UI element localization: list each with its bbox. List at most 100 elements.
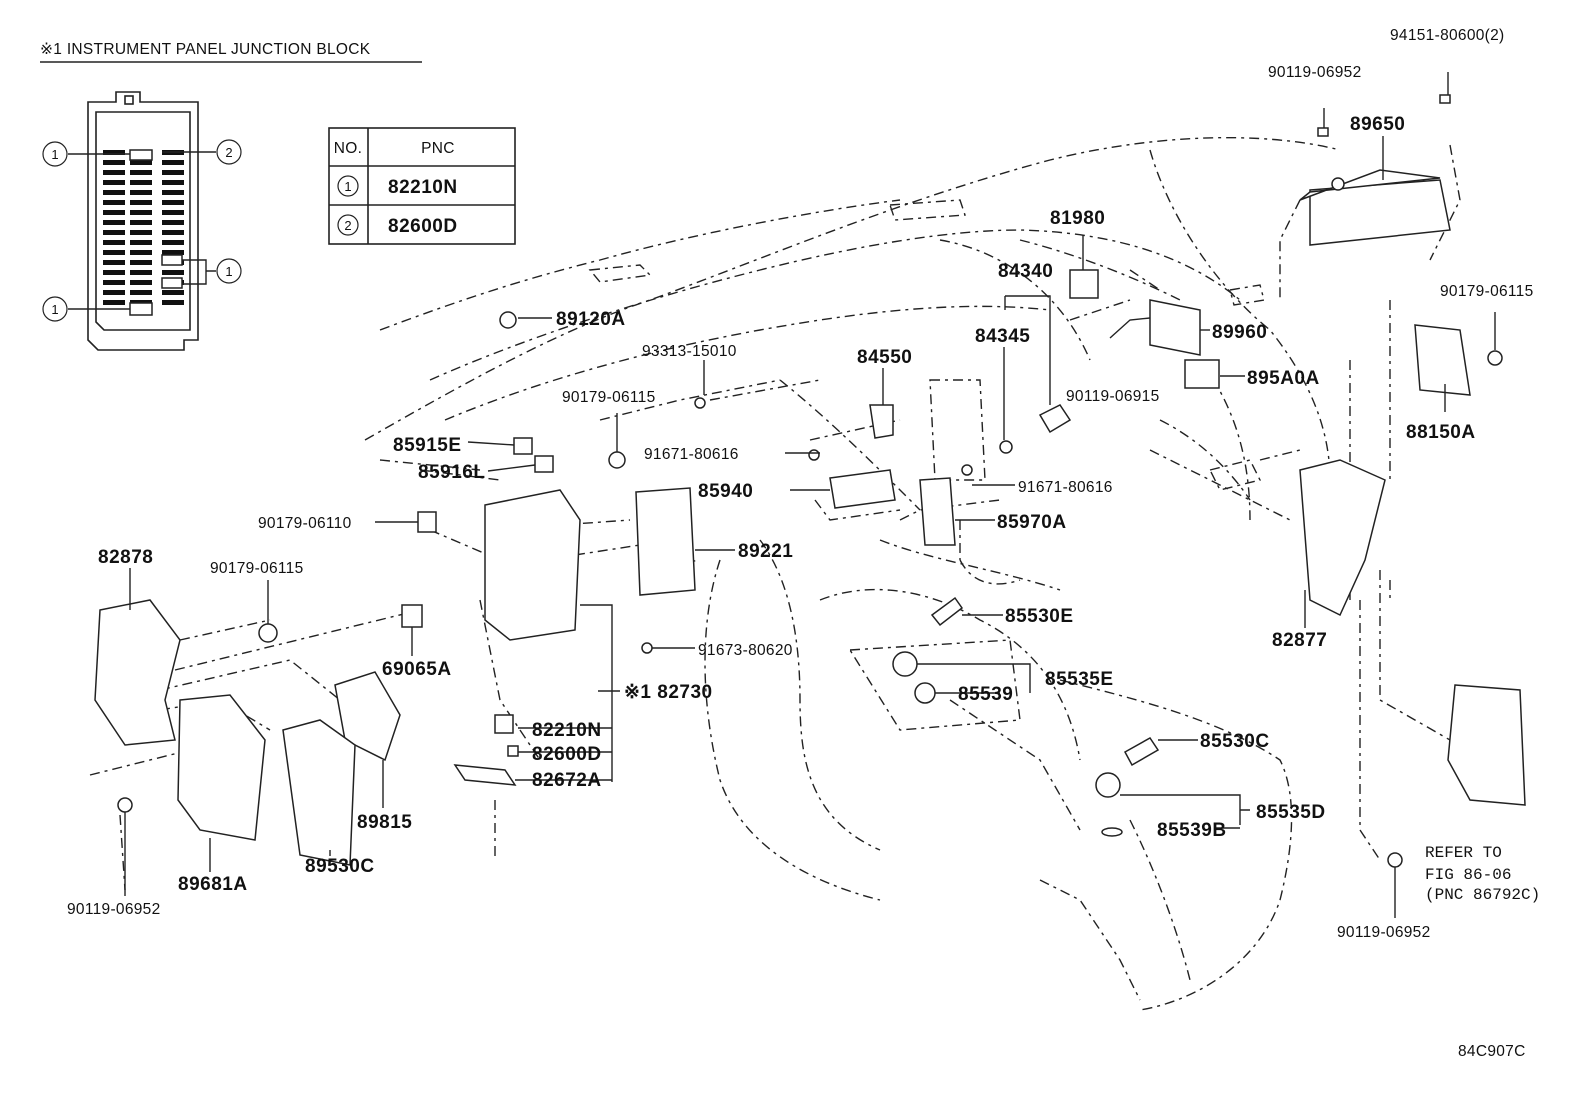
fuse-slot — [103, 280, 125, 285]
refer-note-line: (PNC 86792C) — [1425, 886, 1540, 904]
fuse-slot — [162, 180, 184, 185]
fuse-slot — [162, 290, 184, 295]
callout-number: 1 — [51, 302, 58, 317]
diagram-title: ※1 INSTRUMENT PANEL JUNCTION BLOCK — [40, 41, 371, 58]
fuse-slot — [130, 220, 152, 225]
part-label: 91673-80620 — [698, 642, 793, 659]
part-label: 85530C — [1200, 731, 1270, 752]
part-label: 85535E — [1045, 669, 1114, 690]
instrument-panel-outline — [89, 137, 1461, 1011]
part-label: 85535D — [1256, 802, 1326, 823]
fuse-slot-1b — [161, 254, 183, 266]
part-label: 82878 — [98, 547, 153, 568]
part-label: 91671-80616 — [1018, 479, 1113, 496]
callout-circle — [42, 141, 68, 167]
fuse-slot — [162, 170, 184, 175]
part-label: 89681A — [178, 874, 248, 895]
part-label: 90179-06115 — [562, 389, 656, 406]
refer-note-line: FIG 86-06 — [1425, 866, 1511, 884]
part-label: 82877 — [1272, 630, 1327, 651]
part-label: 85940 — [698, 481, 753, 502]
part-label: 85916L — [418, 462, 485, 483]
fuse-slot — [130, 240, 152, 245]
part-label: 89960 — [1212, 322, 1267, 343]
callout-number: 1 — [51, 147, 58, 162]
part-label: 85530E — [1005, 606, 1074, 627]
part-label: 90179-06110 — [258, 515, 352, 532]
junction-block-drawing — [87, 91, 199, 351]
fuse-slot — [162, 200, 184, 205]
fuse-slot — [103, 200, 125, 205]
fuse-slot-1d — [129, 302, 153, 316]
fuse-slot — [130, 270, 152, 275]
fuse-slot — [130, 190, 152, 195]
fuse-slot — [103, 300, 125, 305]
part-label: 90119-06952 — [1337, 924, 1431, 941]
fuse-slot — [130, 260, 152, 265]
part-label: 84550 — [857, 347, 912, 368]
part-label: 84345 — [975, 326, 1030, 347]
fuse-slot-1 — [129, 149, 153, 161]
fuse-slot — [162, 250, 184, 255]
part-label: 90179-06115 — [1440, 283, 1534, 300]
part-label: 94151-80600(2) — [1390, 27, 1505, 44]
callout-circle — [42, 296, 68, 322]
part-label: 82600D — [532, 744, 602, 765]
fuse-slot — [103, 170, 125, 175]
fuse-slot — [162, 190, 184, 195]
part-label: 89650 — [1350, 114, 1405, 135]
callout-circle — [216, 258, 242, 284]
part-label: 895A0A — [1247, 368, 1320, 389]
part-label: 91671-80616 — [644, 446, 739, 463]
part-label: 89815 — [357, 812, 412, 833]
fuse-slot — [103, 270, 125, 275]
part-label: 88150A — [1406, 422, 1476, 443]
part-label: 89221 — [738, 541, 793, 562]
part-label: 69065A — [382, 659, 452, 680]
part-label: 84340 — [998, 261, 1053, 282]
part-label: 90179-06115 — [210, 560, 304, 577]
part-label: 89530C — [305, 856, 375, 877]
part-label: 81980 — [1050, 208, 1105, 229]
fuse-slot — [103, 190, 125, 195]
fuse-slot — [162, 300, 184, 305]
component-shapes — [94, 94, 1526, 868]
fuse-slot — [103, 180, 125, 185]
callout-number: 2 — [225, 145, 232, 160]
fuse-slot — [103, 250, 125, 255]
part-label: 90119-06952 — [1268, 64, 1362, 81]
fuse-slot — [103, 220, 125, 225]
part-label: 85915E — [393, 435, 462, 456]
fuse-slot — [103, 150, 125, 155]
fuse-slot — [103, 240, 125, 245]
part-label: 85539B — [1157, 820, 1227, 841]
fuse-slot — [162, 160, 184, 165]
fuse-slot — [130, 170, 152, 175]
table-header-no: NO. — [334, 140, 362, 157]
part-labels: 94151-80600(2) 90119-06952 89650 81980 8… — [67, 27, 1540, 1060]
fuse-slot — [162, 270, 184, 275]
refer-note-line: REFER TO — [1425, 844, 1502, 862]
table-cell-pnc: 82600D — [388, 216, 458, 237]
part-label: 93313-15010 — [642, 343, 737, 360]
leader-lines — [124, 72, 1496, 918]
part-label: 90119-06915 — [1066, 388, 1160, 405]
table-cell-no: 1 — [344, 179, 351, 194]
part-label: 82210N — [532, 720, 602, 741]
fuse-slot — [162, 210, 184, 215]
fuse-slot — [103, 160, 125, 165]
fuse-slot — [130, 250, 152, 255]
figure-code: 84C907C — [1458, 1043, 1526, 1060]
fuse-slot — [130, 210, 152, 215]
part-label: 82672A — [532, 770, 602, 791]
fuse-slot-1c — [161, 277, 183, 289]
fuse-slot — [130, 230, 152, 235]
part-label: 89120A — [556, 309, 626, 330]
fuse-slot — [130, 200, 152, 205]
table-cell-pnc: 82210N — [388, 177, 458, 198]
part-label: 90119-06952 — [67, 901, 161, 918]
table-header-pnc: PNC — [421, 140, 455, 157]
fuse-slot — [130, 290, 152, 295]
